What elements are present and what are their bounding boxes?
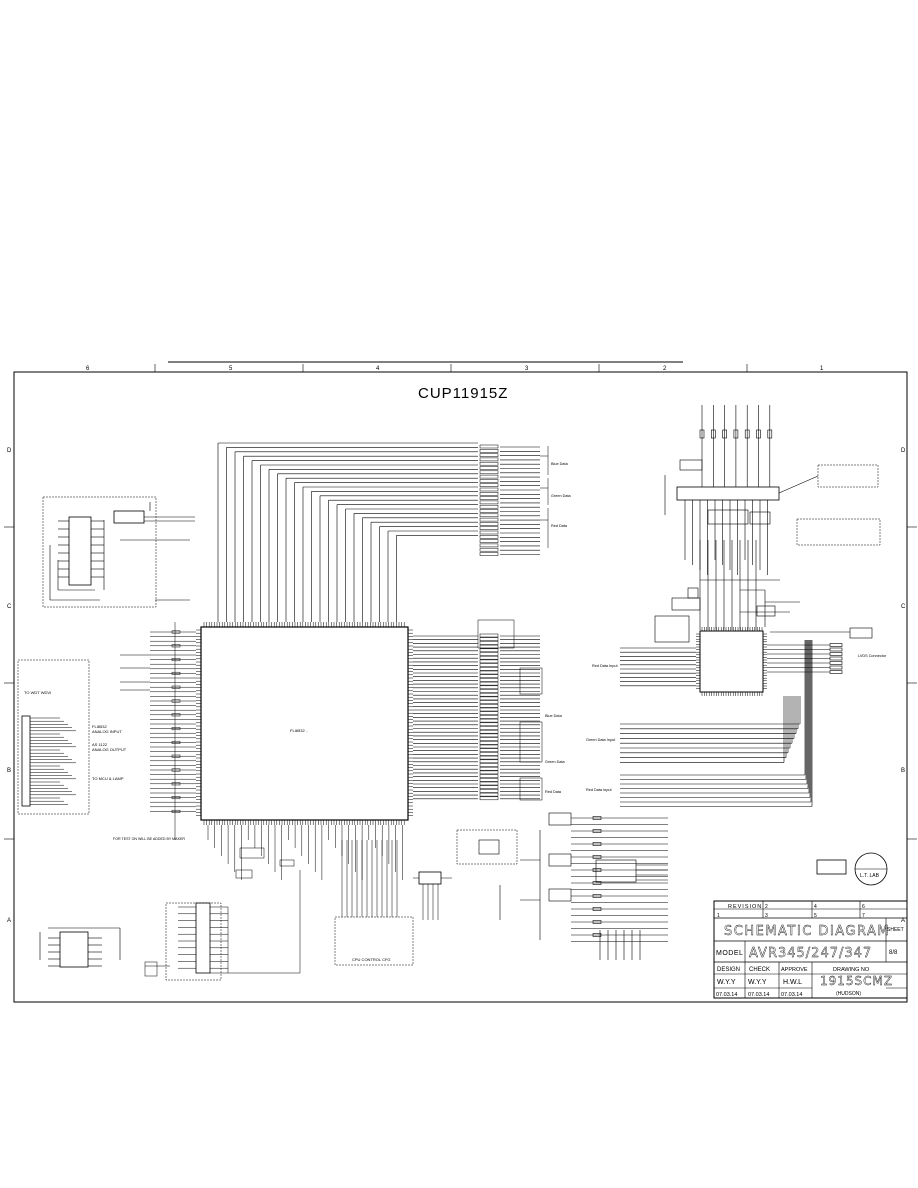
- bottom-left-wires: [39, 927, 121, 967]
- note-to-wdt: TO WDT WDVI: [24, 690, 51, 695]
- data-bus-lines: [217, 442, 540, 800]
- title-block: [713, 900, 908, 999]
- tb-model-value: AVR345/247/347: [749, 946, 872, 961]
- tb-sheet-value: 8/8: [889, 950, 898, 956]
- main-ic-pins: [196, 622, 413, 825]
- bottom-center-wires: [413, 877, 452, 920]
- label-red-data-2: Red Data: [545, 790, 562, 794]
- tb-check-date: 07.03.14: [748, 992, 769, 998]
- tb-model-label: MODEL: [716, 950, 743, 957]
- svg-text:D: D: [901, 448, 906, 454]
- label-green-data-input: Green Data Input: [586, 738, 616, 742]
- resistor-arrays: [477, 444, 549, 801]
- left-ic-wires: [120, 622, 403, 917]
- tb-approve-label: APPROVE: [781, 967, 808, 973]
- zone-row-a: A: [7, 918, 11, 924]
- drawing-frame: [13, 371, 908, 1003]
- left-upper-wires: [49, 502, 195, 601]
- zone-row-b: B: [7, 768, 11, 774]
- tb-approve-by: H.W.L: [783, 979, 802, 986]
- main-ic-label: FLI8532 ..: [290, 728, 308, 733]
- zone-col-5: 5: [229, 366, 233, 372]
- label-green-data-2: Green Data: [545, 760, 566, 764]
- tb-rev-7: 7: [862, 913, 865, 919]
- svg-text:C: C: [901, 604, 906, 610]
- left-upper-small-ic: [113, 510, 145, 524]
- schematic-title: CUP11915Z: [418, 385, 508, 402]
- note-to-mcu: TO MCU & LAMP: [92, 776, 124, 781]
- tb-rev-4: 4: [814, 904, 817, 910]
- label-blue-data: Blue Data: [551, 462, 569, 466]
- tb-rev-6: 6: [862, 904, 865, 910]
- label-red-data-input: Red Data Input: [592, 664, 618, 668]
- left-upper-ic: [68, 516, 92, 586]
- main-ic: [200, 626, 409, 821]
- tb-check-label: CHECK: [749, 967, 770, 973]
- tb-doc-type: SCHEMATIC DIAGRAM: [724, 924, 890, 939]
- eeprom-block: [334, 916, 414, 966]
- svg-text:B: B: [901, 768, 905, 774]
- bottom-connector-wires: [144, 870, 301, 977]
- note-box-2: [796, 518, 881, 546]
- label-red-input-2: Red Data Input: [586, 788, 612, 792]
- zone-col-3: 3: [525, 366, 529, 372]
- left-connector-block: [17, 659, 90, 815]
- scaler-ic: [699, 630, 764, 693]
- tb-drawing-sub: (HUDSON): [836, 991, 861, 997]
- stamp-text: L.T. LAB: [860, 873, 880, 879]
- stamp-box: [816, 859, 847, 875]
- tb-drawing-no-label: DRAWING NO: [833, 967, 870, 973]
- left-connector: [21, 715, 31, 807]
- zone-row-c: C: [7, 604, 12, 610]
- tb-rev-5: 5: [814, 913, 817, 919]
- scaler-ic-pins: [696, 627, 767, 696]
- zone-col-2: 2: [663, 366, 667, 372]
- label-lvds: LVDS Connector: [858, 654, 887, 658]
- svg-text:A: A: [901, 918, 905, 924]
- bottom-connector: [195, 902, 211, 974]
- zone-col-1: 1: [820, 366, 824, 372]
- note-test: FOR TEST ON WILL BE ADDED BY MAKER: [113, 837, 185, 841]
- bottom-connector-block: [165, 902, 222, 981]
- label-green-data: Green Data: [551, 494, 572, 498]
- bottom-center-ic: [418, 871, 442, 885]
- tb-rev-1: 1: [717, 913, 720, 919]
- tb-drawing-no: 1915SCMZ: [820, 974, 893, 988]
- bottom-right-regulators: [499, 812, 668, 960]
- right-side-wires: [620, 579, 873, 807]
- zone-col-6: 6: [86, 366, 90, 372]
- tb-check-by: W.Y.Y: [748, 979, 767, 986]
- small-dashed-box: [456, 829, 518, 865]
- eeprom-note: CPU CONTROL CFG: [352, 957, 391, 962]
- tb-design-by: W.Y.Y: [717, 979, 736, 986]
- left-upper-dashed-block: [42, 496, 157, 608]
- label-red-data: Red Data: [551, 524, 568, 528]
- tb-approve-date: 07.03.14: [781, 992, 802, 998]
- note-box-1: [817, 464, 879, 488]
- left-connector-wires: [30, 717, 76, 805]
- label-blue-data-2: Blue Data: [545, 714, 563, 718]
- top-right-connector: [676, 486, 780, 501]
- tb-revision-label: REVISION: [728, 904, 762, 910]
- tb-design-label: DESIGN: [717, 967, 740, 973]
- bottom-left-ic: [59, 931, 89, 968]
- tb-rev-3: 3: [765, 913, 768, 919]
- tb-sheet-label: SHEET: [887, 927, 904, 933]
- tb-design-date: 07.03.14: [716, 992, 737, 998]
- zone-row-d: D: [7, 448, 12, 454]
- top-right-vertical-lines: [664, 405, 819, 630]
- tb-rev-2: 2: [765, 904, 768, 910]
- zone-col-4: 4: [376, 366, 380, 372]
